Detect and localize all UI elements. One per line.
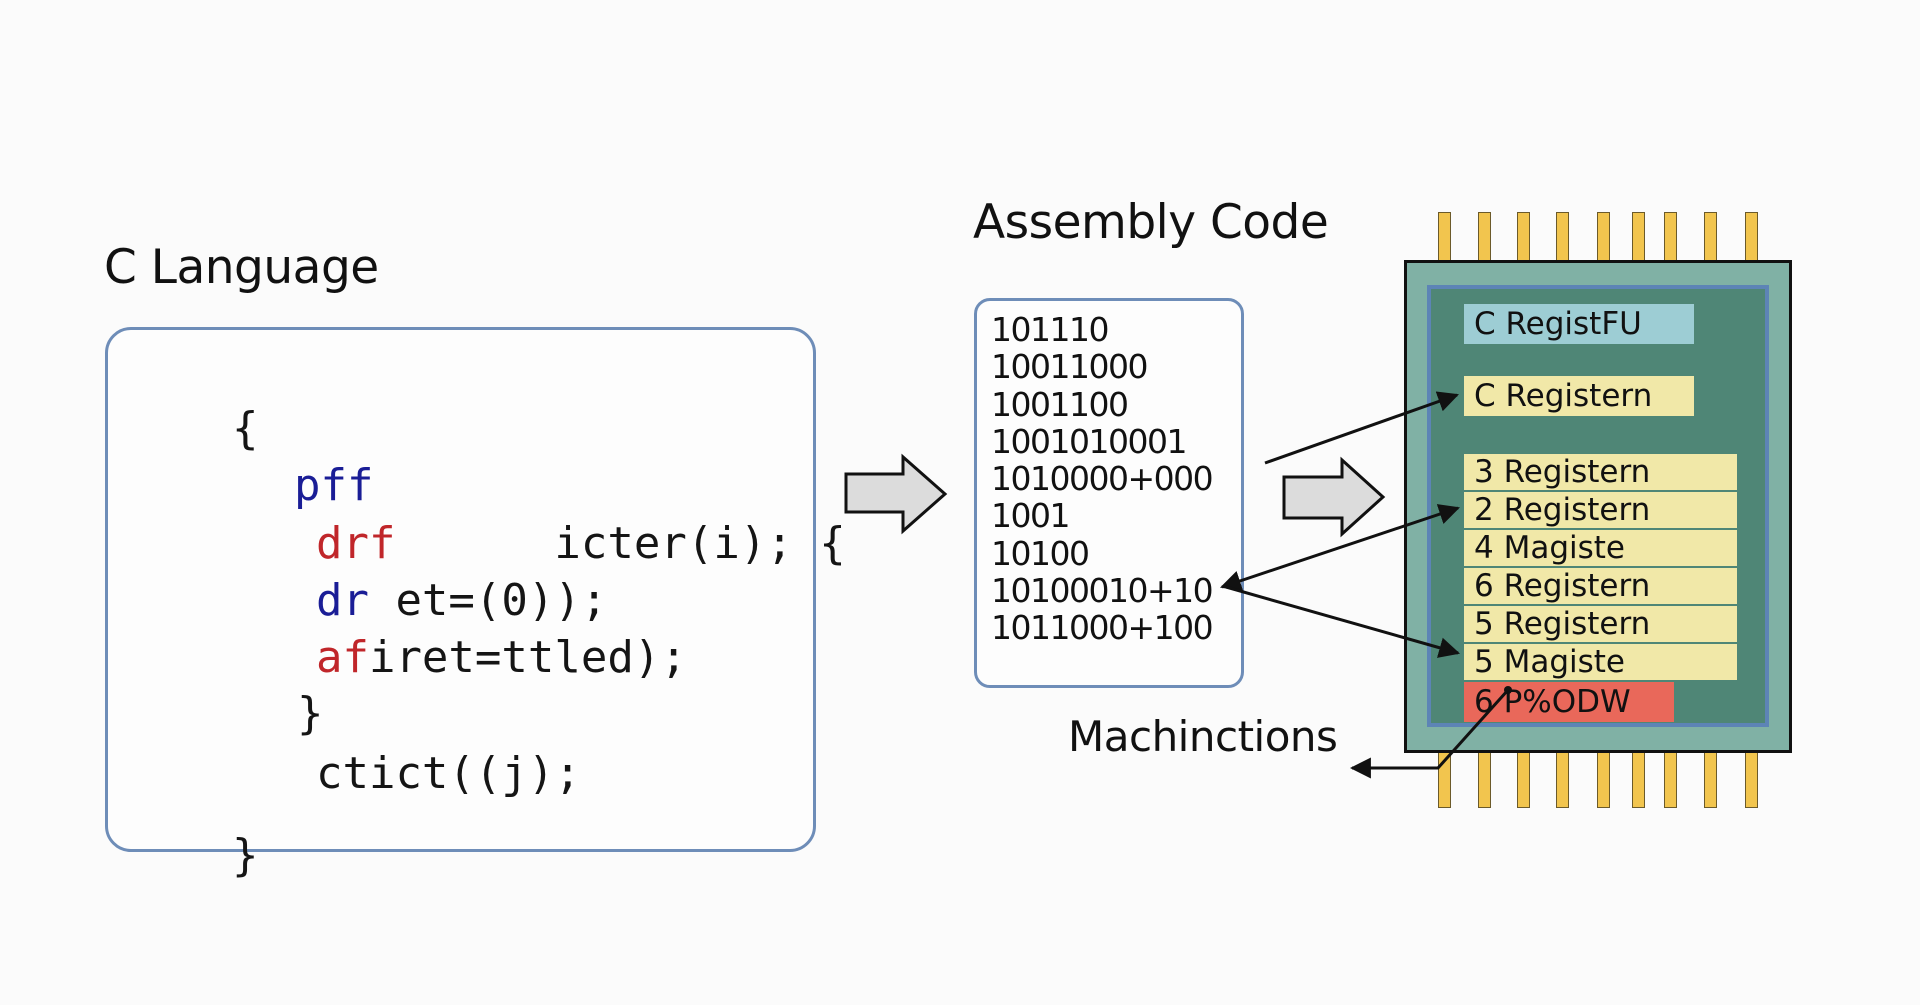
code-token: icter(i); { bbox=[395, 518, 846, 569]
assembly-line: 10011000 bbox=[991, 347, 1148, 387]
chip-pin bbox=[1632, 752, 1645, 808]
register-block: 5 Registern bbox=[1464, 606, 1737, 642]
chip-pin bbox=[1664, 752, 1677, 808]
chip-pin bbox=[1745, 212, 1758, 262]
code-token: ctict((j); bbox=[315, 748, 581, 799]
code-keyword: af bbox=[315, 632, 369, 683]
cpu-die: C RegistFU C Registern 3 Registern 2 Reg… bbox=[1427, 285, 1769, 727]
chip-pin bbox=[1704, 212, 1717, 262]
code-keyword: pff bbox=[293, 460, 374, 511]
assembly-lines: 101110 10011000 1001100 1001010001 10100… bbox=[991, 310, 1214, 648]
code-line: dr et=(0)); bbox=[210, 535, 607, 667]
register-block: 5 Magiste bbox=[1464, 644, 1737, 680]
chip-pin bbox=[1517, 752, 1530, 808]
c-language-heading: C Language bbox=[104, 240, 379, 295]
c-code-box: { pff drf icter(i); { dr et=(0)); afiret… bbox=[105, 327, 846, 878]
code-line: afiret=ttled); bbox=[210, 592, 687, 724]
code-token: } bbox=[231, 830, 259, 881]
assembly-line: 10100010+10 bbox=[991, 571, 1214, 611]
assembly-line: 1001010001 bbox=[991, 421, 1187, 461]
chip-pin bbox=[1556, 752, 1569, 808]
chip-pin bbox=[1664, 212, 1677, 262]
chip-pin bbox=[1632, 212, 1645, 262]
assembly-line: 1010000+000 bbox=[991, 459, 1214, 499]
chip-pin bbox=[1478, 212, 1491, 262]
chip-pin bbox=[1517, 212, 1530, 262]
code-line: pff bbox=[188, 420, 373, 552]
assembly-line: 101110 bbox=[991, 310, 1109, 349]
assembly-line: 1001 bbox=[991, 496, 1070, 536]
block-arrow-icon bbox=[844, 453, 948, 535]
chip-pin bbox=[1438, 212, 1451, 262]
register-block: C Registern bbox=[1464, 376, 1694, 416]
code-line: } bbox=[191, 648, 324, 780]
assembly-line: 10100 bbox=[991, 533, 1090, 573]
code-line: { bbox=[126, 363, 259, 495]
register-block: 2 Registern bbox=[1464, 492, 1737, 528]
assembly-line: 1011000+100 bbox=[991, 608, 1214, 648]
block-arrow-icon bbox=[1282, 456, 1386, 538]
register-block: 6 Registern bbox=[1464, 568, 1737, 604]
code-token: iret=ttled); bbox=[368, 632, 687, 683]
machine-instructions-label: Machinctions bbox=[1068, 712, 1338, 761]
code-keyword: drf bbox=[315, 518, 396, 569]
chip-pin bbox=[1597, 752, 1610, 808]
code-line: } bbox=[126, 790, 259, 922]
code-token: } bbox=[296, 688, 324, 739]
chip-pin bbox=[1745, 752, 1758, 808]
chip-pin bbox=[1704, 752, 1717, 808]
assembly-code-heading: Assembly Code bbox=[973, 195, 1329, 250]
register-block: C RegistFU bbox=[1464, 304, 1694, 344]
register-block: 3 Registern bbox=[1464, 454, 1737, 490]
chip-pin bbox=[1597, 212, 1610, 262]
assembly-line: 1001100 bbox=[991, 384, 1129, 424]
code-token: et=(0)); bbox=[368, 575, 608, 626]
code-line: ctict((j); bbox=[210, 708, 581, 840]
register-block: 4 Magiste bbox=[1464, 530, 1737, 566]
code-token: { bbox=[231, 403, 259, 454]
assembly-code-box: 101110 10011000 1001100 1001010001 10100… bbox=[974, 298, 1244, 688]
register-block-highlighted: 6 P%ODW bbox=[1464, 682, 1674, 722]
code-line: drf icter(i); { bbox=[210, 478, 846, 610]
cpu-chip: C RegistFU C Registern 3 Registern 2 Reg… bbox=[1404, 260, 1792, 753]
chip-pin bbox=[1556, 212, 1569, 262]
code-keyword: dr bbox=[315, 575, 369, 626]
chip-pin bbox=[1478, 752, 1491, 808]
chip-pin bbox=[1438, 752, 1451, 808]
